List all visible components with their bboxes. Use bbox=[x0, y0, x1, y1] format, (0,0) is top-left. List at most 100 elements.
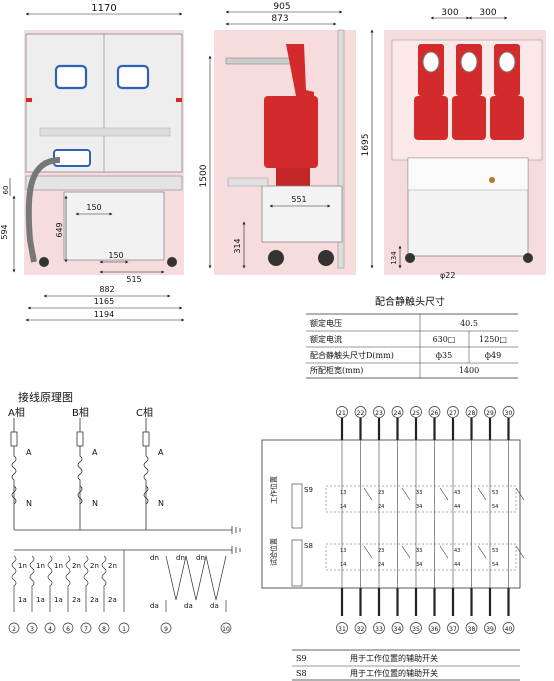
aux-bottom-terminal-32 bbox=[354, 622, 367, 634]
s9-contact-bottom-54: 54 bbox=[492, 504, 498, 510]
s8-contact-top-13: 13 bbox=[340, 548, 346, 554]
aux-top-terminal-29 bbox=[484, 406, 496, 418]
s8-contact-bottom-44: 44 bbox=[454, 562, 460, 568]
dim-551: 551 bbox=[291, 195, 306, 204]
row-voltage-label: 额定电压 bbox=[310, 318, 342, 328]
aux-top-terminal-label-23: 23 bbox=[375, 410, 383, 417]
row-width-value: 1400 bbox=[459, 366, 479, 375]
secondary-coils bbox=[11, 550, 227, 612]
dim-150-lower: 150 bbox=[108, 251, 123, 260]
terminal-2: 2 bbox=[12, 626, 16, 633]
node-n-label-b: N bbox=[92, 499, 98, 508]
contact-table-title: 配合静触头尺寸 bbox=[375, 295, 445, 308]
terminal-7: 7 bbox=[84, 626, 88, 633]
legend-s8-code: S8 bbox=[296, 669, 307, 678]
dim-515: 515 bbox=[126, 275, 141, 284]
side-view: 905 873 1695 1500 551 314 bbox=[199, 2, 374, 275]
side-pole-top bbox=[286, 44, 314, 96]
contact-table: 配合静触头尺寸 额定电压 40.5 额定电流 630□ 1250□ 配合静触头尺… bbox=[306, 295, 518, 379]
s8-contact-bottom-14: 14 bbox=[340, 562, 346, 568]
indicator-right bbox=[176, 98, 182, 102]
s9-contact-bottom-34: 34 bbox=[416, 504, 422, 510]
dim-594: 594 bbox=[0, 224, 9, 239]
da-label-3: da bbox=[210, 602, 219, 610]
aux-top-terminal-label-27: 27 bbox=[449, 410, 457, 417]
aux-top-terminal-28 bbox=[465, 406, 478, 418]
coil-bottom-label-5: 2a bbox=[90, 596, 99, 604]
aux-bottom-terminal-37 bbox=[447, 622, 459, 634]
s8-contact-bottom-54: 54 bbox=[492, 562, 498, 568]
s8-contact-bottom-34: 34 bbox=[416, 562, 422, 568]
aux-top-terminal-22 bbox=[354, 406, 367, 418]
aux-top-terminal-label-26: 26 bbox=[431, 410, 439, 417]
phase-a-label: A相 bbox=[8, 406, 25, 419]
terminal-3: 3 bbox=[30, 626, 34, 633]
aux-top-terminal-27 bbox=[447, 406, 459, 418]
coil-top-label-2: 1n bbox=[36, 562, 45, 570]
dim-905: 905 bbox=[273, 2, 290, 12]
s9-contact-top-23: 23 bbox=[378, 490, 384, 496]
aux-bottom-terminal-40 bbox=[502, 622, 515, 634]
aux-bottom-terminal-label-38: 38 bbox=[468, 626, 476, 633]
node-a-label-c: A bbox=[158, 448, 164, 457]
legend-table: S9 用于工作位置的辅助开关 S8 用于工作位置的辅助开关 bbox=[292, 649, 520, 681]
coil-top-label-1: 1n bbox=[18, 562, 27, 570]
row-width-label: 所配柜宽(mm) bbox=[310, 365, 363, 375]
coil-bottom-label-3: 1a bbox=[54, 596, 63, 604]
dim-873: 873 bbox=[271, 14, 288, 24]
terminal-1: 1 bbox=[122, 626, 126, 633]
node-n-label-c: N bbox=[158, 499, 164, 508]
legend-s8-desc: 用于工作位置的辅助开关 bbox=[350, 668, 438, 678]
s8-contact-top-53: 53 bbox=[492, 548, 498, 554]
s8-contact-top-23: 23 bbox=[378, 548, 384, 554]
dim-1165: 1165 bbox=[94, 297, 114, 306]
aux-bottom-terminal-39 bbox=[484, 622, 496, 634]
aux-bottom-terminal-35 bbox=[410, 622, 422, 634]
aux-switch-frame bbox=[261, 439, 521, 589]
aux-top-terminal-30 bbox=[502, 406, 515, 418]
dim-134: 134 bbox=[390, 251, 398, 265]
aux-bottom-terminal-label-36: 36 bbox=[431, 626, 439, 633]
front-window-left bbox=[54, 64, 88, 90]
aux-top-terminal-label-28: 28 bbox=[468, 410, 476, 417]
dim-60: 60 bbox=[2, 186, 10, 195]
s8-label: S8 bbox=[304, 542, 313, 550]
aux-bottom-terminal-36 bbox=[428, 622, 441, 634]
legend-s9-code: S9 bbox=[296, 654, 307, 663]
coil-bottom-label-2: 1a bbox=[36, 596, 45, 604]
front-view: 1170 60 594 649 150 150 515 882 1165 119… bbox=[0, 3, 185, 322]
terminal-10: 10 bbox=[222, 626, 230, 633]
aux-bottom-terminal-31 bbox=[336, 622, 348, 634]
front-window-right bbox=[116, 64, 150, 90]
aux-bottom-terminal-label-31: 31 bbox=[338, 626, 346, 633]
aux-top-terminal-label-21: 21 bbox=[338, 410, 346, 417]
aux-top-terminal-label-29: 29 bbox=[486, 410, 494, 417]
aux-top-terminal-24 bbox=[391, 406, 404, 418]
dim-649: 649 bbox=[55, 222, 64, 237]
aux-top-terminal-23 bbox=[373, 406, 385, 418]
aux-bottom-terminal-34 bbox=[391, 622, 404, 634]
node-n-label: N bbox=[26, 499, 32, 508]
wiring-title: 接线原理图 bbox=[18, 390, 73, 404]
coil-bottom-label-4: 2a bbox=[72, 596, 81, 604]
dim-150-upper: 150 bbox=[86, 203, 101, 212]
side-mechanism bbox=[261, 185, 343, 243]
aux-bottom-terminal-label-33: 33 bbox=[375, 626, 383, 633]
test-position-label: 试验位置 bbox=[269, 538, 278, 566]
s8-contact-top-33: 33 bbox=[416, 548, 422, 554]
s8-contact-bottom-24: 24 bbox=[378, 562, 384, 568]
s9-contact-top-43: 43 bbox=[454, 490, 460, 496]
coil-top-label-3: 1n bbox=[54, 562, 63, 570]
aux-top-terminal-26 bbox=[428, 406, 441, 418]
work-position-label: 工作位置 bbox=[269, 476, 278, 504]
s9-contact-bottom-14: 14 bbox=[340, 504, 346, 510]
wiring-diagram: 接线原理图 A相 B相 C相 bbox=[8, 390, 241, 634]
coil-bottom-label-6: 2a bbox=[108, 596, 117, 604]
dn-label-3: dn bbox=[196, 554, 205, 562]
aux-bottom-terminal-label-39: 39 bbox=[486, 626, 494, 633]
dim-phi22: φ22 bbox=[440, 271, 455, 280]
phase-b-label: B相 bbox=[72, 406, 89, 419]
